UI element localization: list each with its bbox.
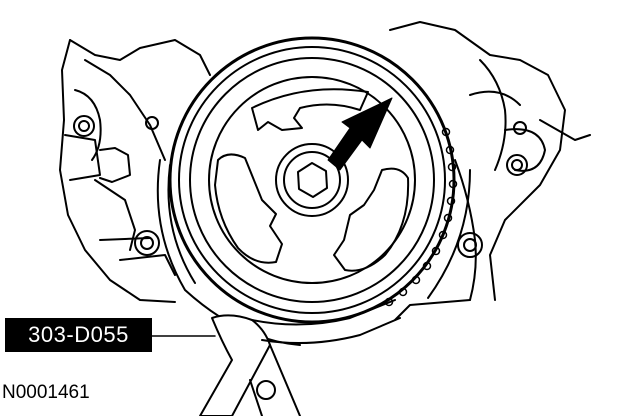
crankshaft-pulley [168,36,456,324]
pulley-window-right [333,167,410,272]
pulley-window-left [214,153,283,264]
engine-front-cover [59,21,591,321]
tool-pin-hole [256,380,276,400]
cover-bolt-right-lower [457,232,483,258]
cover-bolt-top-left [145,116,159,130]
figure-id: N0001461 [2,382,90,403]
pointer-arrow-icon [327,97,393,171]
timing-holes [384,127,458,307]
special-tool-callout: 303-D055 [5,318,152,352]
holding-tool [199,299,401,416]
special-tool-number: 303-D055 [28,322,129,347]
cover-bolt-right-middle [506,154,528,176]
pulley-window-top [251,88,369,131]
crankshaft-bolt [297,162,328,198]
cover-bolt-upper-left [73,115,95,137]
cover-bolt-left-lower [134,230,160,256]
cover-bolt-upper-right [513,121,527,135]
